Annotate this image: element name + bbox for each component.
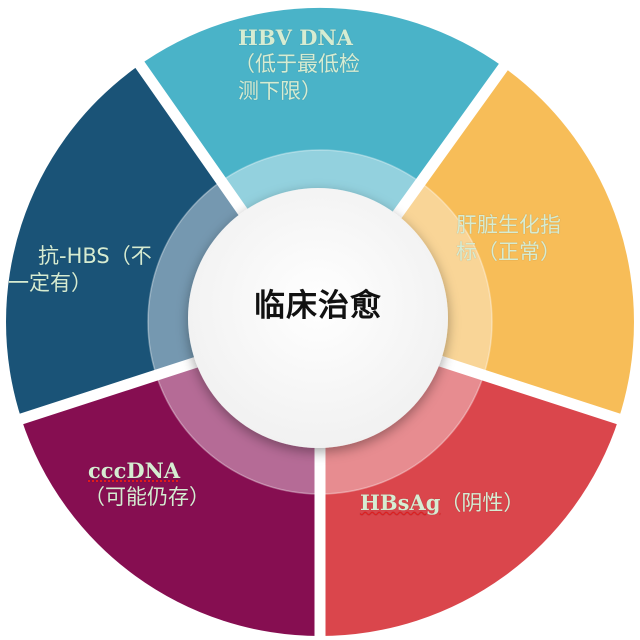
label-hbsag-cn: （阴性） [440,491,525,515]
label-cccdna: cccDNA （可能仍存） [84,457,210,511]
label-cccdna-line2: （可能仍存） [84,485,210,509]
label-anti-hbs-line1: 抗-HBS（不 [38,244,152,268]
label-hbv-dna-line1: HBV DNA [238,25,353,50]
label-hbsag-en: HBsAg [360,490,441,515]
label-liver-function: 肝脏生化指 标（正常） [456,212,561,266]
label-hbv-dna-line3: 测下限） [238,79,322,103]
label-cccdna-line1: cccDNA [88,458,181,483]
label-hbv-dna-line2: （低于最低检 [234,52,360,76]
center-circle [188,188,448,448]
label-liver-line1: 肝脏生化指 [456,213,561,237]
label-anti-hbs: 抗-HBS（不 一定有） [8,243,152,297]
label-liver-line2: 标（正常） [456,240,561,264]
center-title: 临床治愈 [254,288,382,324]
label-hbv-dna: HBV DNA （低于最低检 测下限） [234,24,360,105]
label-anti-hbs-line2: 一定有） [8,271,92,295]
label-hbsag: HBsAg（阴性） [360,489,524,517]
